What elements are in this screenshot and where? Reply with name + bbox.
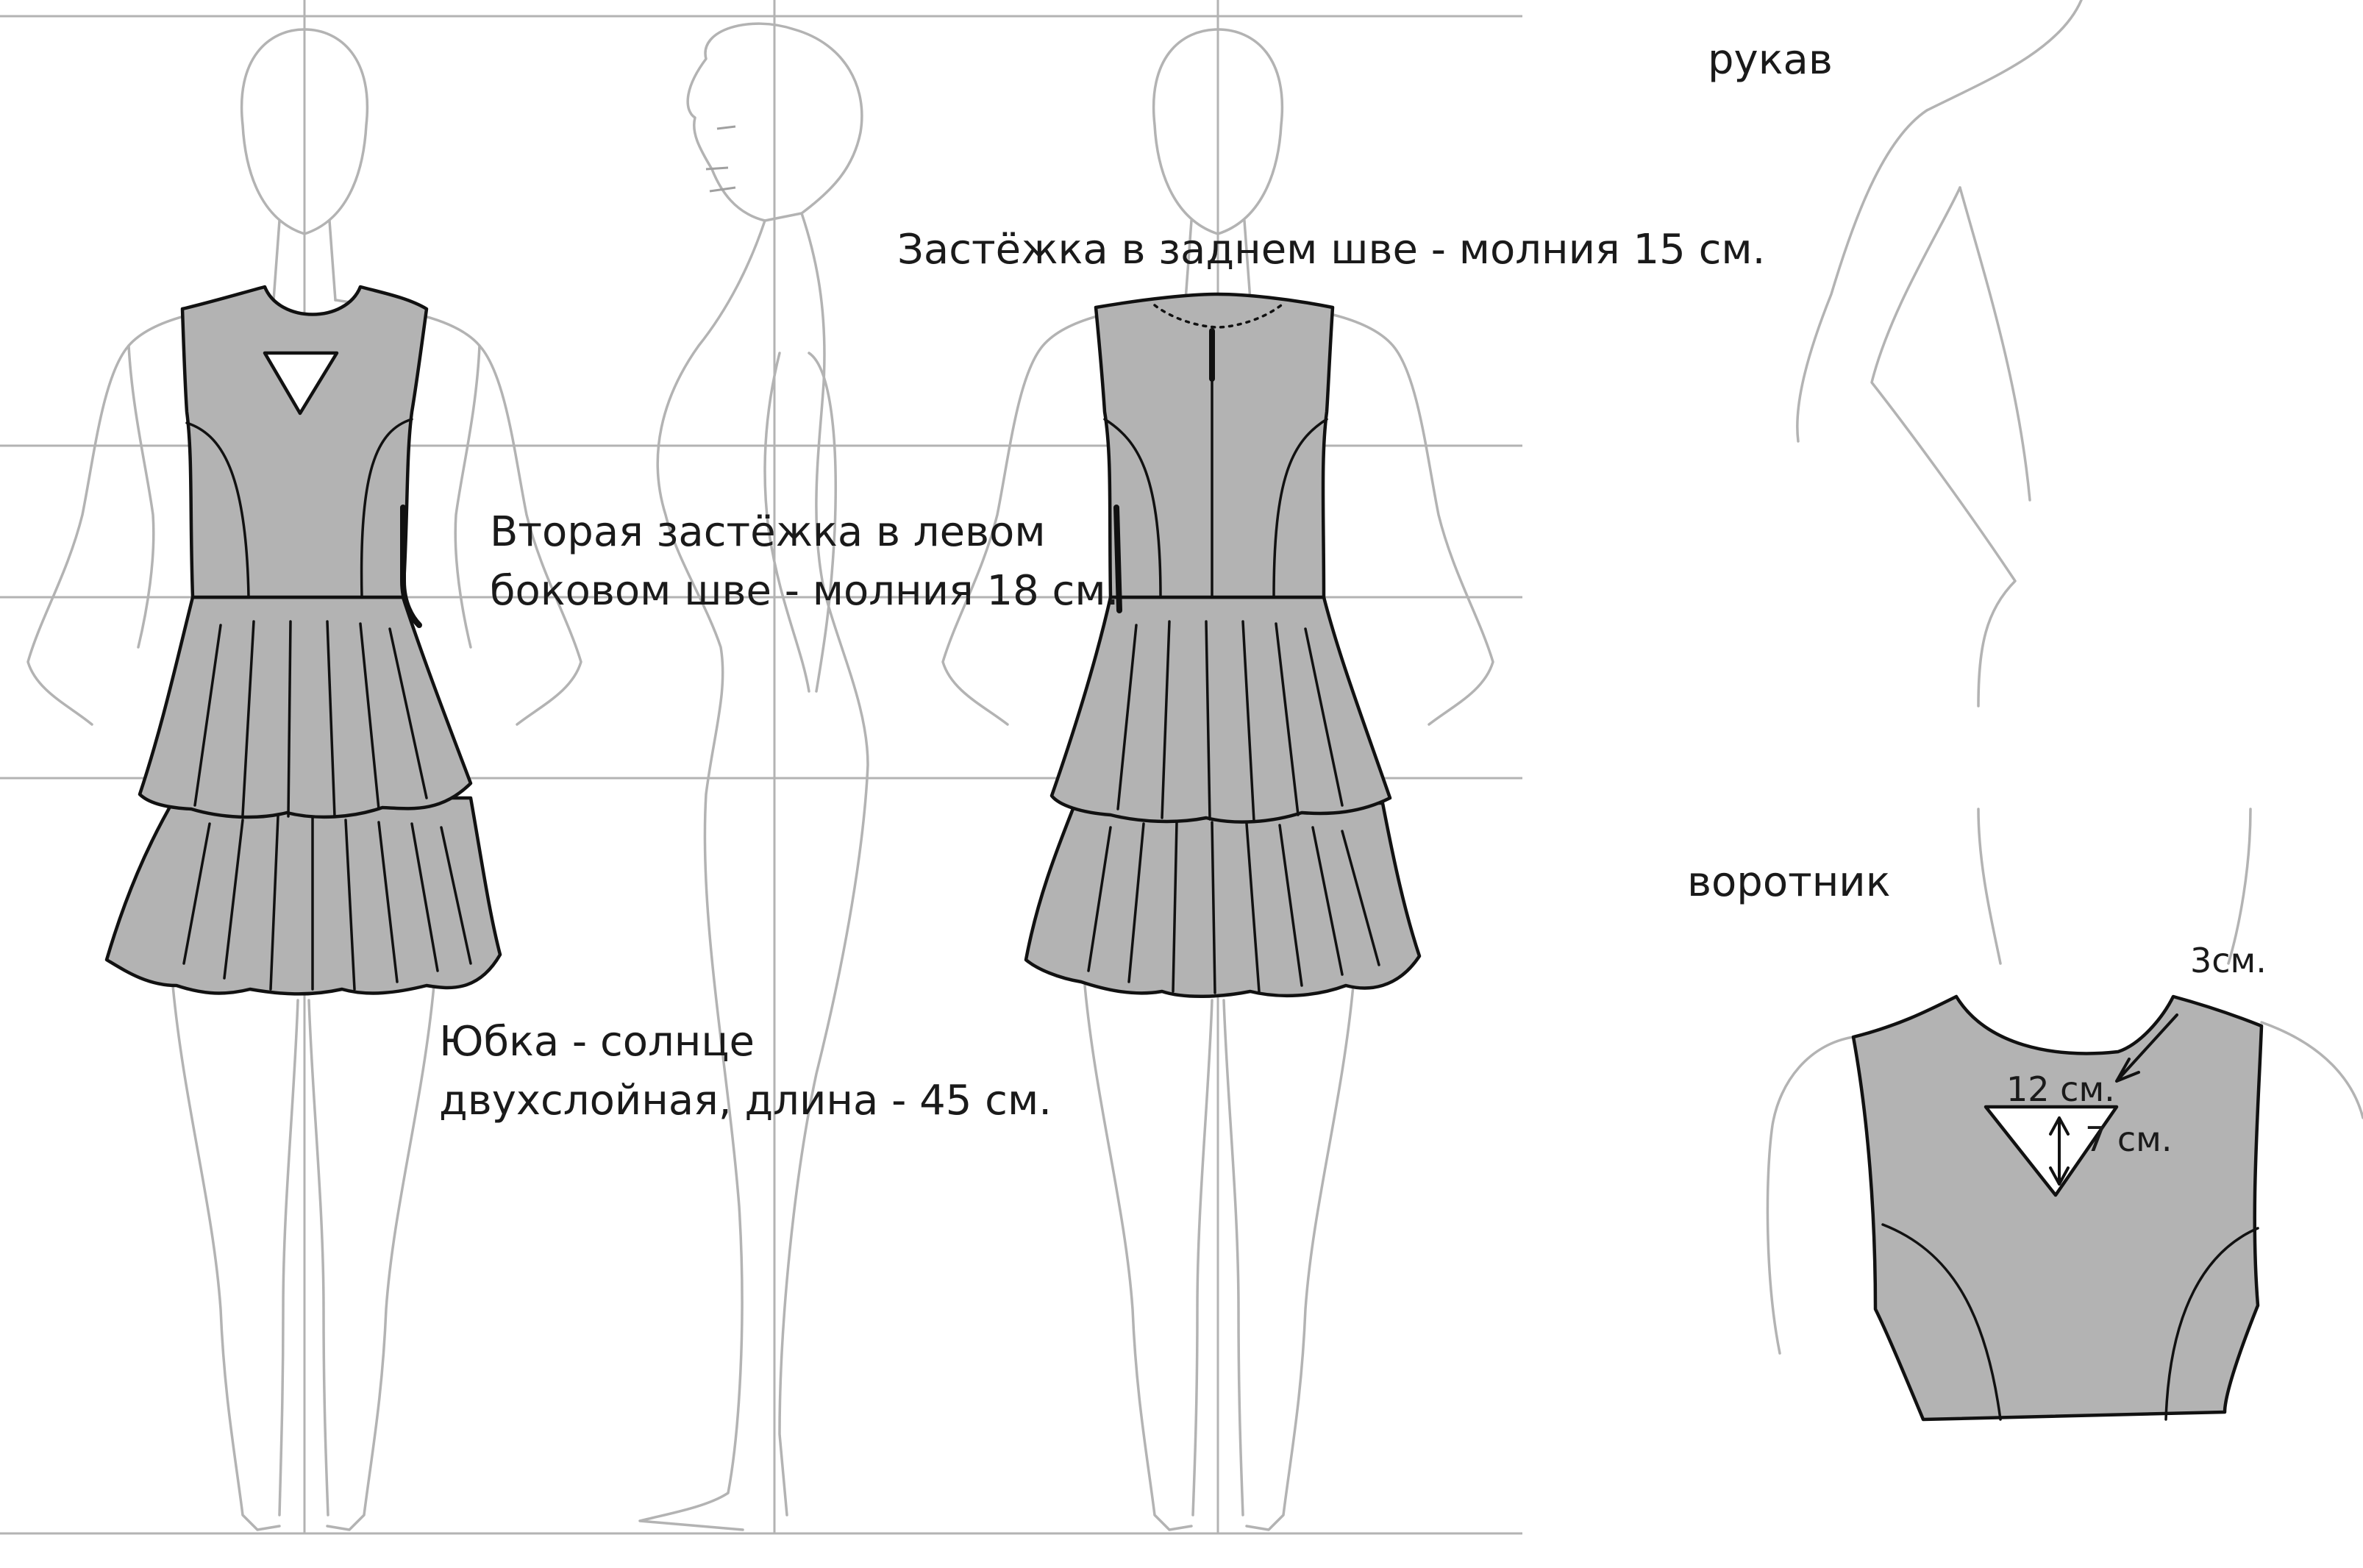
front-neck-cutout [263, 351, 339, 416]
side-view-figure [638, 22, 869, 1531]
collar-dim-offset: 3см. [2190, 941, 2267, 980]
collar-title: воротник [1687, 858, 1891, 906]
side-zipper-mark [400, 505, 422, 628]
front-skirt-upper-tier [138, 595, 473, 819]
sleeve-title: рукав [1708, 36, 1833, 84]
dim-arrow-offset [2115, 1013, 2178, 1083]
skirt-note-line1: Юбка - солнце [439, 1018, 755, 1066]
front-view-figure [26, 28, 582, 1531]
collar-neck-cutout [1984, 1105, 2119, 1197]
sleeve-detail [1796, 0, 2083, 708]
back-view-figure [941, 28, 1494, 1531]
front-bodice [180, 285, 429, 599]
back-dress [1024, 292, 1422, 998]
front-dress [104, 285, 502, 996]
back-skirt-lower-tier [1024, 801, 1422, 998]
side-zipper-note-line2: боковом шве - молния 18 см. [490, 567, 1119, 615]
skirt-note-line2: двухслойная, длина - 45 см. [439, 1077, 1052, 1125]
collar-dim-depth: 7 см. [2085, 1119, 2173, 1159]
collar-bodice [1851, 994, 2264, 1422]
collar-dim-width: 12 см. [2006, 1069, 2115, 1109]
back-side-zipper-mark [1113, 505, 1122, 613]
back-zipper-note: Застёжка в заднем шве - молния 15 см. [897, 226, 1765, 274]
collar-detail [1766, 808, 2363, 1422]
dim-arrow-depth [2049, 1116, 2070, 1186]
side-zipper-note-line1: Вторая застёжка в левом [490, 508, 1046, 556]
